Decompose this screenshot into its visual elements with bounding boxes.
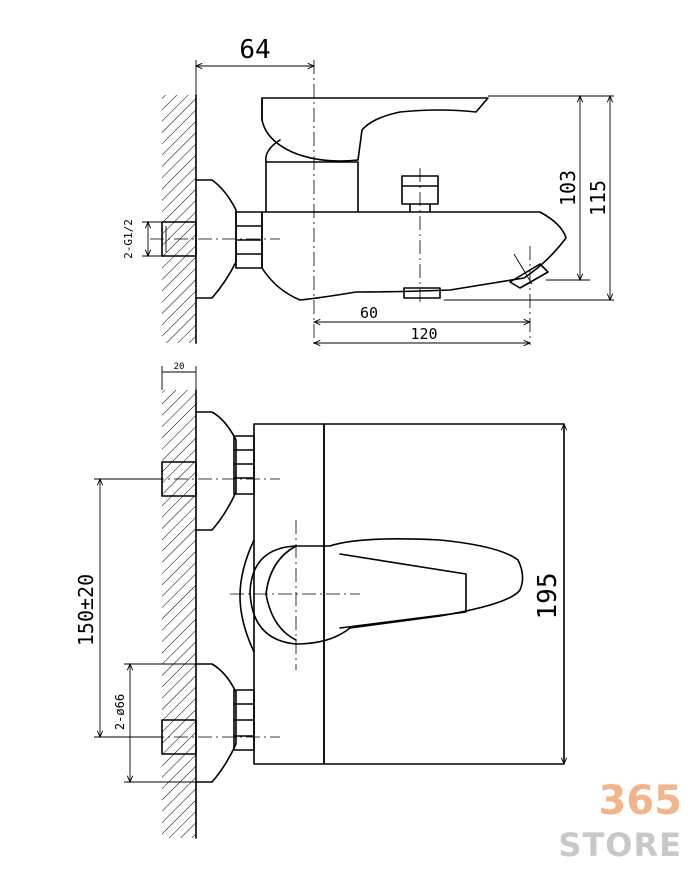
lower-flange	[195, 663, 237, 783]
watermark-365: 365	[598, 778, 683, 824]
hex-nut-side	[235, 211, 263, 269]
side-view: 64 103 115 60 120 2-G1/2	[122, 35, 614, 345]
dim-103: 103	[556, 170, 580, 206]
wall-hatch-top	[162, 95, 196, 343]
thread-label: 2-G1/2	[122, 219, 135, 259]
wall-hatch-bottom	[162, 390, 196, 838]
front-view: 20 150±20 2-ø66 195	[74, 362, 564, 839]
dim-60: 60	[360, 304, 378, 322]
lever-handle-side	[261, 97, 489, 162]
upper-flange	[195, 411, 237, 531]
dim-64: 64	[239, 35, 270, 65]
faucet-body-side	[261, 211, 567, 301]
lower-hex-nut	[233, 689, 255, 751]
lever-handle-front	[249, 538, 524, 645]
dim-150: 150±20	[74, 574, 98, 646]
dim-flange: 2-ø66	[113, 694, 127, 730]
dim-195: 195	[533, 573, 563, 620]
dim-20: 20	[174, 362, 185, 372]
upper-hex-nut	[233, 435, 255, 495]
watermark-store: STORE	[558, 826, 682, 864]
dim-115: 115	[586, 180, 610, 216]
dim-120: 120	[410, 325, 437, 343]
